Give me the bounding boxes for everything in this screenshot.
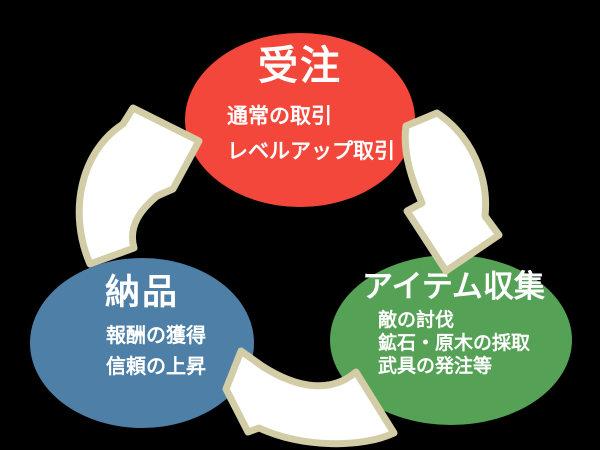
node-order: 受注 通常の取引 レベルアップ取引: [185, 33, 415, 207]
node-item-collect-item-2: 鉱石・原木の採取: [378, 331, 531, 354]
node-item-collect-title: アイテム収集: [362, 269, 545, 305]
node-order-item-2: レベルアップ取引: [227, 139, 395, 163]
node-delivery-title: 納品: [104, 273, 179, 313]
node-item-collect-item-1: 敵の討伐: [378, 308, 455, 331]
node-order-items: 通常の取引 レベルアップ取引: [227, 99, 415, 169]
node-item-collect-items: 敵の討伐 鉱石・原木の採取 武具の発注等: [378, 309, 572, 378]
arrow-order-to-collect-icon: [401, 109, 503, 275]
node-item-collect: アイテム収集 敵の討伐 鉱石・原木の採取 武具の発注等: [330, 255, 572, 425]
node-item-collect-item-3: 武具の発注等: [378, 354, 493, 377]
node-delivery-item-1: 報酬の獲得: [106, 322, 206, 347]
node-order-item-1: 通常の取引: [227, 104, 332, 128]
node-delivery-item-2: 信頼の上昇: [106, 353, 206, 378]
node-delivery-items: 報酬の獲得 信頼の上昇: [106, 320, 254, 382]
node-delivery: 納品 報酬の獲得 信頼の上昇: [30, 258, 254, 428]
arrow-delivery-to-order-icon: [75, 104, 203, 268]
node-order-title: 受注: [258, 43, 342, 89]
